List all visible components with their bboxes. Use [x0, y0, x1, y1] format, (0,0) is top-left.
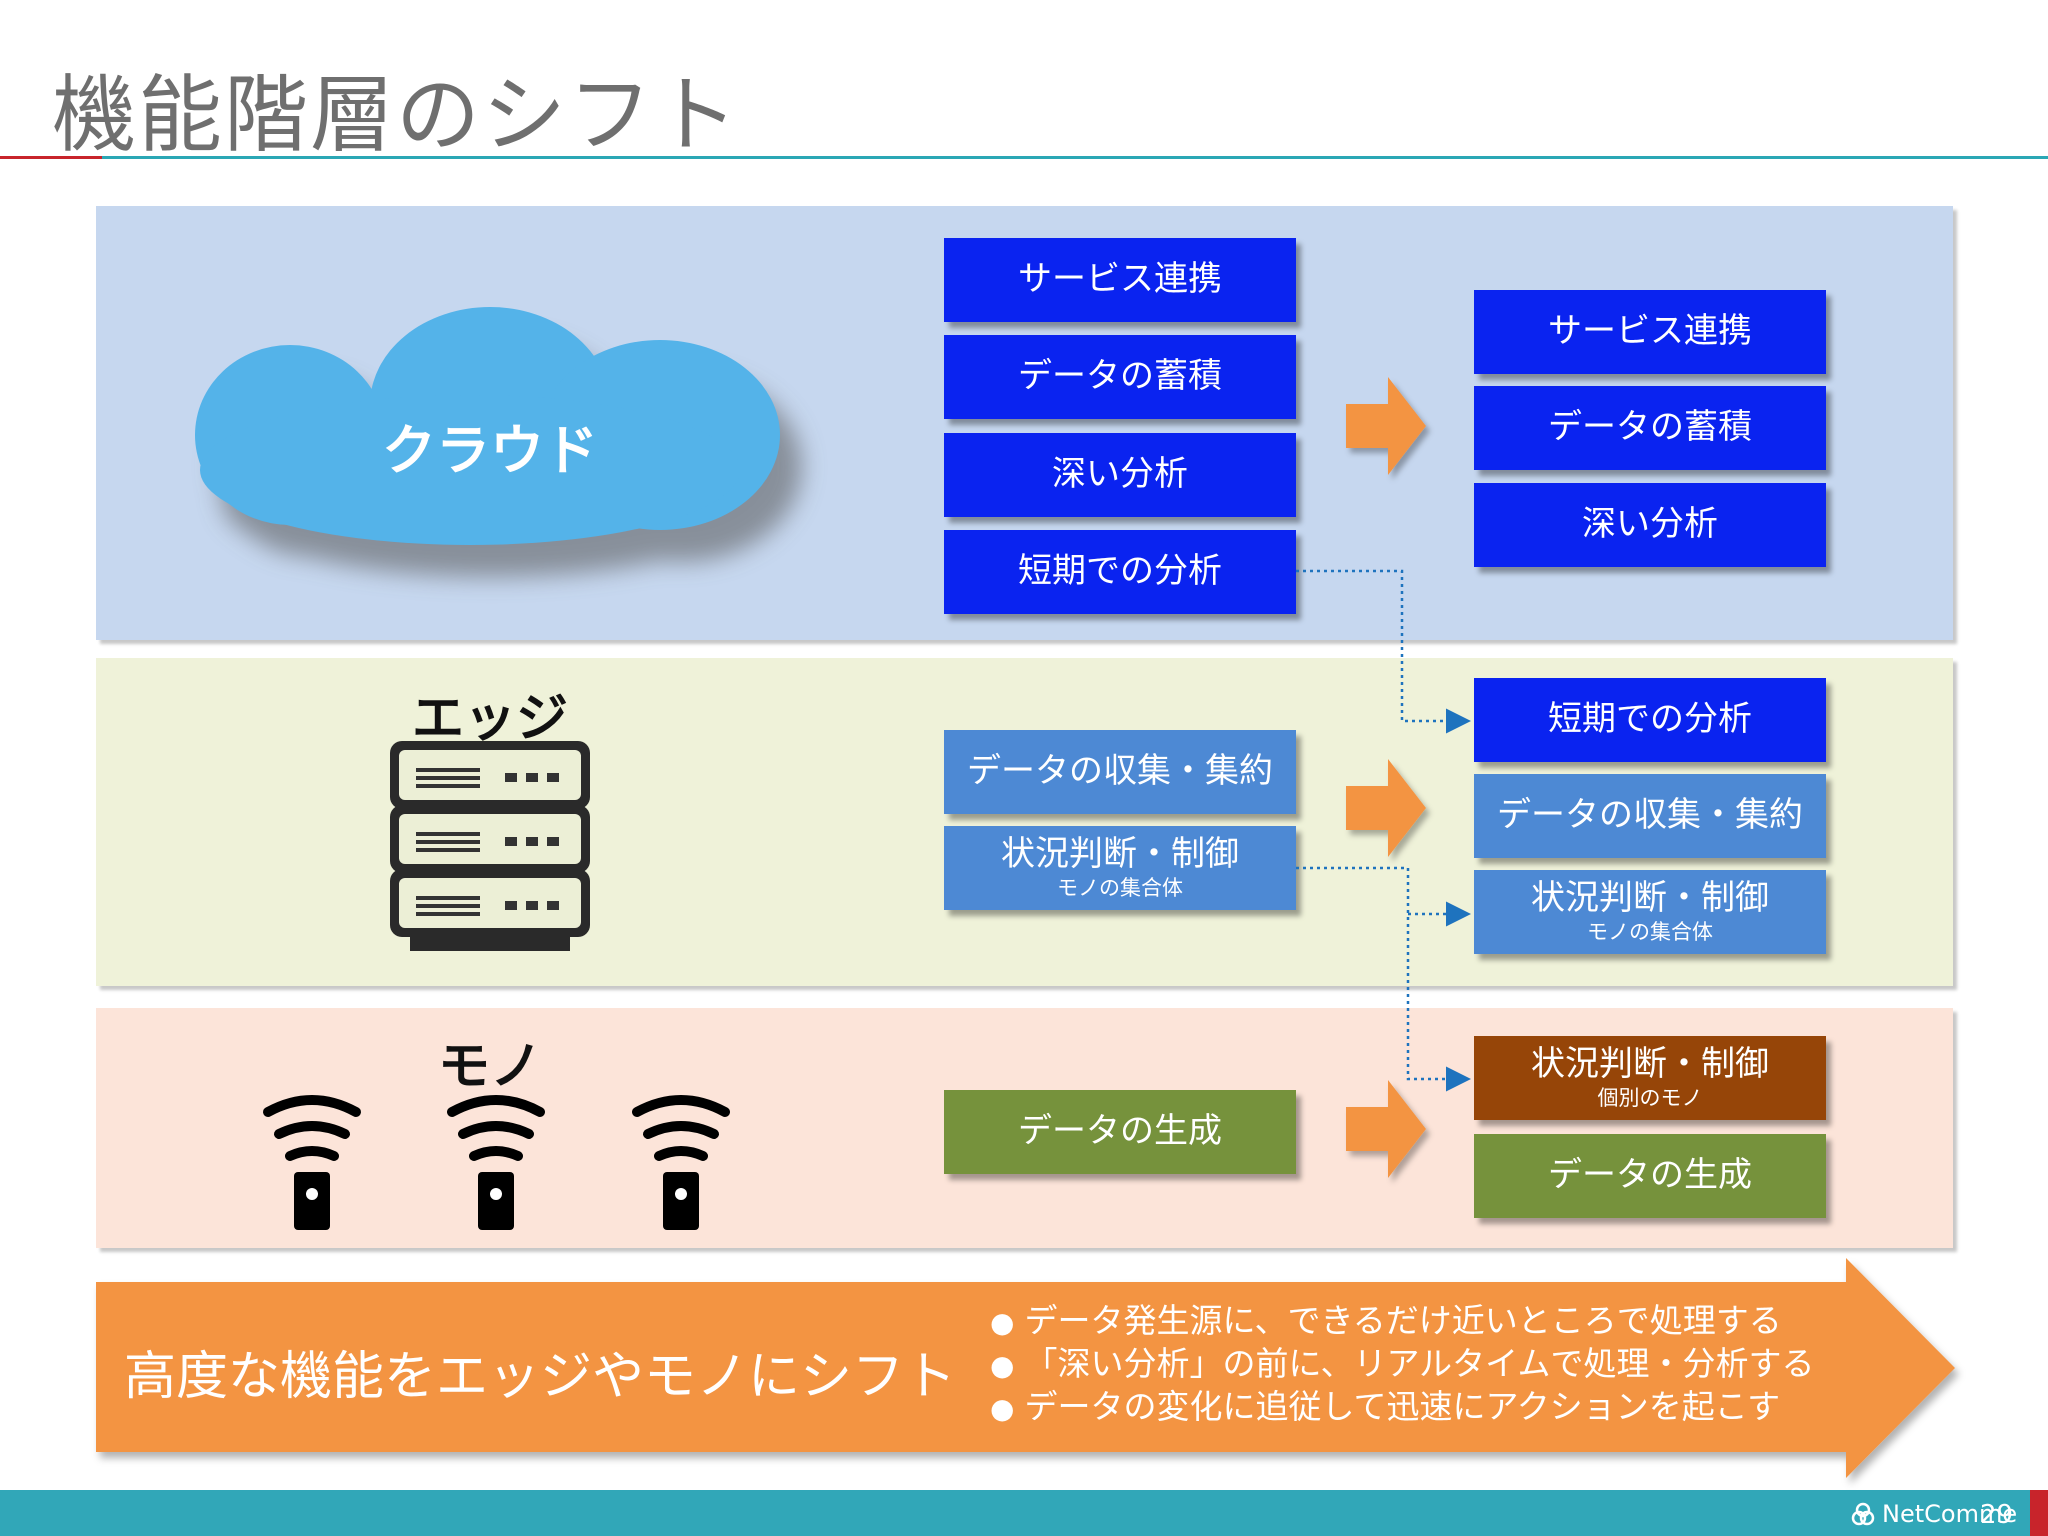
before-cloud-item: 短期での分析	[944, 530, 1296, 614]
shift-arrow-icon	[1346, 1080, 1426, 1178]
after-edge-item: 短期での分析	[1474, 678, 1826, 762]
before-cloud-item: データの蓄積	[944, 335, 1296, 419]
summary-headline: 高度な機能をエッジやモノにシフト	[124, 1347, 957, 1407]
connector-short-analysis	[1296, 569, 1471, 734]
title-divider-accent	[0, 156, 102, 159]
sensor-icon	[294, 1172, 330, 1230]
summary-bullet: 「深い分析」の前に、リアルタイムで処理・分析する	[990, 1343, 1814, 1386]
before-cloud-item: 深い分析	[944, 433, 1296, 517]
sensor-icon	[663, 1172, 699, 1230]
footer-logo: NetComme	[1850, 1500, 2017, 1528]
before-edge-item: データの収集・集約	[944, 730, 1296, 814]
after-edge-item: データの収集・集約	[1474, 774, 1826, 858]
title-divider	[102, 156, 2048, 159]
before-edge-item: 状況判断・制御 モノの集合体	[944, 826, 1296, 910]
after-cloud-item: 深い分析	[1474, 483, 1826, 567]
after-thing-item: 状況判断・制御 個別のモノ	[1474, 1036, 1826, 1120]
thing-layer-label: モノ	[437, 1037, 542, 1097]
page-number: 29	[1980, 1500, 2014, 1530]
footer-accent	[2030, 1490, 2048, 1536]
slide-title: 機能階層のシフト	[52, 66, 741, 164]
summary-bullet: データの変化に追従して迅速にアクションを起こす	[990, 1386, 1814, 1429]
after-edge-item: 状況判断・制御 モノの集合体	[1474, 870, 1826, 954]
cloud-layer-label: クラウド	[382, 419, 598, 482]
footer-bar	[0, 1490, 2048, 1536]
before-cloud-item: サービス連携	[944, 238, 1296, 322]
shift-arrow-icon	[1346, 759, 1426, 857]
summary-bullets: データ発生源に、できるだけ近いところで処理する 「深い分析」の前に、リアルタイム…	[990, 1300, 1814, 1429]
before-thing-item: データの生成	[944, 1090, 1296, 1174]
summary-bullet: データ発生源に、できるだけ近いところで処理する	[990, 1300, 1814, 1343]
logo-icon	[1851, 1502, 1875, 1526]
shift-arrow-icon	[1346, 377, 1426, 475]
after-cloud-item: データの蓄積	[1474, 386, 1826, 470]
sensor-icon	[478, 1172, 514, 1230]
edge-layer-label: エッジ	[411, 689, 568, 749]
after-thing-item: データの生成	[1474, 1134, 1826, 1218]
connector-situation-control	[1296, 866, 1471, 1092]
after-cloud-item: サービス連携	[1474, 290, 1826, 374]
logo-text: NetComme	[1882, 1500, 2018, 1528]
